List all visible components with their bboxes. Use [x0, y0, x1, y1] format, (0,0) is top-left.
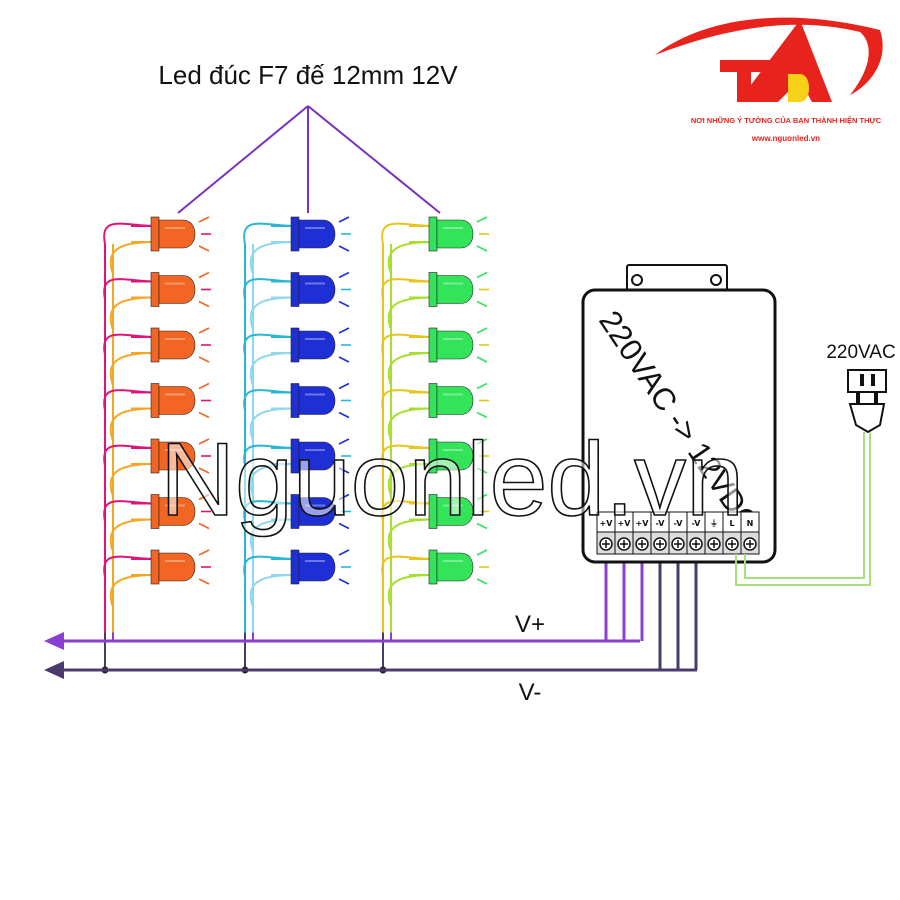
led-icon — [243, 216, 351, 300]
title-pointer-lines — [177, 105, 441, 214]
terminal-label: N — [747, 519, 754, 528]
vminus-label: V- — [519, 679, 542, 706]
vplus-arrow-icon — [44, 632, 64, 650]
terminal: +V — [632, 511, 652, 555]
logo-slogan: NƠI NHỮNG Ý TƯỞNG CỦA BẠN THÀNH HIỆN THỰ… — [691, 116, 882, 125]
terminal-label: -V — [674, 519, 684, 528]
led-column — [241, 216, 351, 674]
led-icon — [381, 327, 489, 411]
led-icon — [381, 382, 489, 466]
terminal-label: ⏚ — [710, 519, 718, 528]
led-icon — [103, 216, 211, 300]
led-icon — [243, 493, 351, 577]
led-column — [101, 216, 211, 674]
vminus-arrow-icon — [44, 661, 64, 679]
led-icon — [103, 327, 211, 411]
logo-url: www.nguonled.vn — [751, 134, 820, 143]
brand-logo: NƠI NHỮNG Ý TƯỞNG CỦA BẠN THÀNH HIỆN THỰ… — [655, 17, 883, 143]
led-column — [379, 216, 489, 674]
vplus-label: V+ — [515, 611, 545, 638]
led-icon — [243, 438, 351, 522]
terminal-label: +V — [636, 519, 650, 528]
ac-input: 220VAC — [735, 342, 896, 586]
terminal-label: -V — [656, 519, 666, 528]
terminal: +V — [596, 511, 616, 555]
terminal-label: +V — [618, 519, 632, 528]
terminal-label: L — [729, 519, 734, 528]
terminal: ⏚ — [704, 511, 724, 555]
led-icon — [381, 493, 489, 577]
led-icon — [381, 216, 489, 300]
led-icon — [243, 327, 351, 411]
led-icon — [381, 549, 489, 633]
power-bus — [44, 554, 698, 679]
led-icon — [381, 271, 489, 355]
diagram-title: Led đúc F7 đế 12mm 12V — [158, 60, 458, 90]
terminal-label: -V — [692, 519, 702, 528]
terminal: L — [722, 511, 742, 555]
terminal-label: +V — [600, 519, 614, 528]
terminal-block: +V +V +V -V -V -V ⏚ L N — [596, 511, 760, 555]
led-icon — [243, 271, 351, 355]
led-columns — [101, 216, 489, 674]
terminal: -V — [686, 511, 706, 555]
terminal: -V — [650, 511, 670, 555]
led-icon — [103, 549, 211, 633]
led-icon — [243, 549, 351, 633]
plug-icon — [847, 369, 887, 434]
led-icon — [103, 493, 211, 577]
ac-label: 220VAC — [826, 342, 895, 363]
terminal: N — [740, 511, 760, 555]
supply-case — [581, 288, 777, 564]
watermark: Nguonled.vn — [160, 422, 744, 538]
